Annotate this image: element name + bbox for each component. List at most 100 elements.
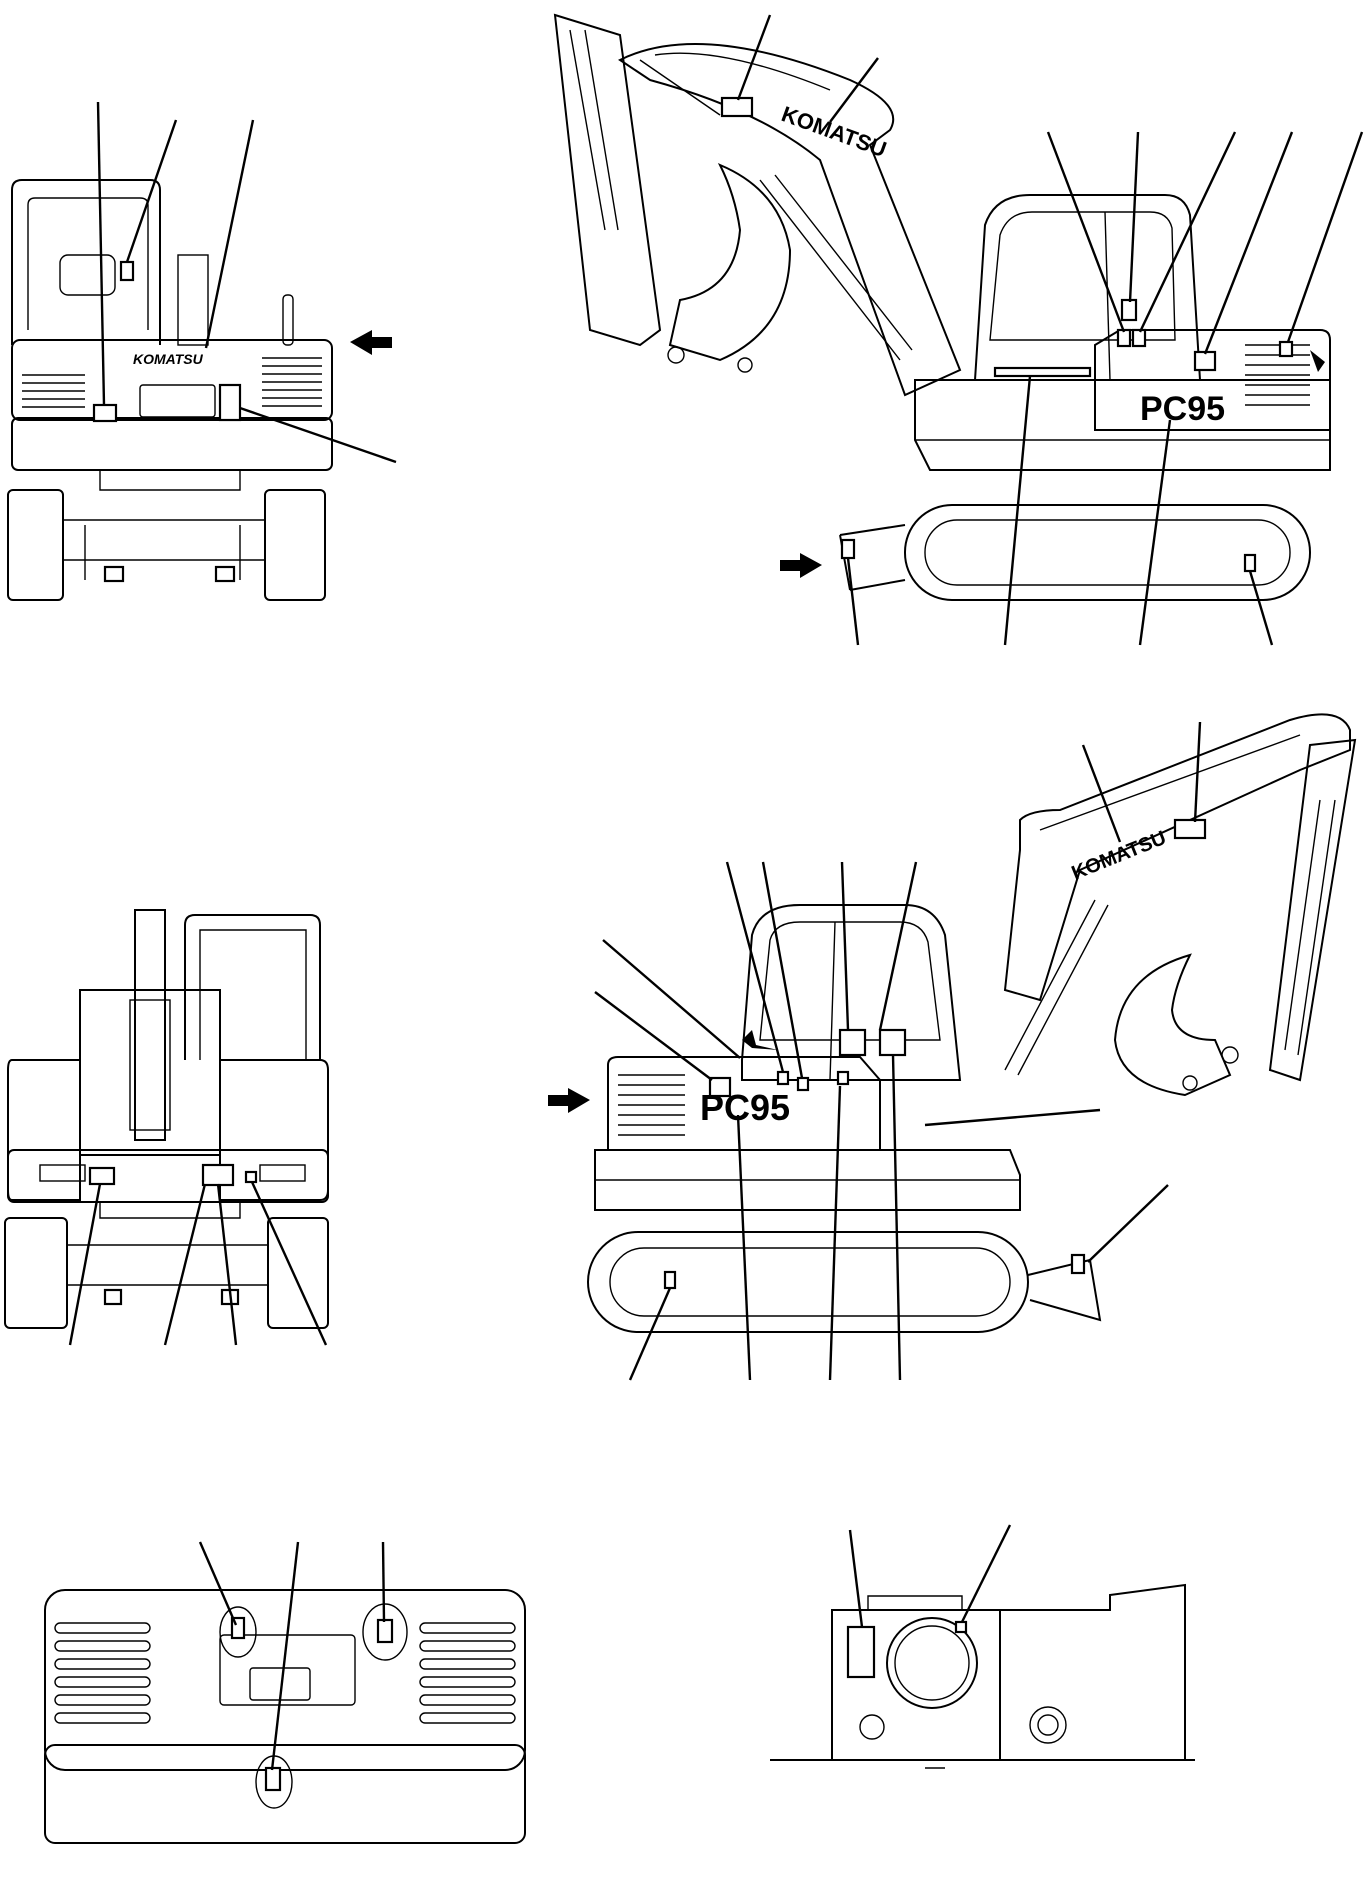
left-cab-decal-b [796, 1076, 810, 1092]
right-leader-cab-2 [1128, 131, 1140, 303]
rear-cylinder [129, 999, 171, 1131]
front-left-track [7, 489, 64, 601]
cw-leader-3 [381, 1541, 386, 1623]
front-leader-3 [204, 119, 255, 349]
left-cab-decal-c [836, 1070, 850, 1086]
front-track-frame [63, 470, 265, 580]
right-boom-brand: KOMATSU [778, 101, 890, 162]
front-hood [11, 339, 333, 421]
left-hood-decal [708, 1076, 732, 1098]
front-cab-decal [119, 260, 135, 282]
left-pin-2 [1182, 1075, 1198, 1091]
left-leader-boom-1 [1081, 744, 1122, 843]
engine-filter-inner [894, 1625, 970, 1701]
rear-decal-1 [88, 1166, 116, 1186]
front-brand-logo: KOMATSU [133, 351, 204, 367]
right-blade-arrow [780, 553, 822, 578]
right-step-decal [993, 366, 1092, 378]
left-blade-decal [1070, 1253, 1086, 1275]
rear-right-track [267, 1217, 329, 1329]
right-leader-boom-1 [736, 14, 772, 101]
right-leader-cab-3 [1138, 131, 1237, 333]
right-hood-side-decal [1278, 340, 1294, 358]
left-cab-door-divider [829, 921, 836, 1081]
left-bucket [1113, 953, 1232, 1097]
right-cab-decal-upper [1120, 298, 1138, 322]
left-track-decal [663, 1270, 677, 1290]
right-arm-cylinder [569, 29, 619, 231]
left-boom-decal [1173, 818, 1207, 840]
front-right-grille [262, 357, 322, 407]
rear-leader-1 [68, 1183, 102, 1346]
front-hood-center-panel [139, 384, 216, 418]
right-boom-inner [639, 52, 831, 116]
left-boom-cylinder [1004, 899, 1109, 1076]
left-hood [607, 1056, 881, 1151]
cw-leader-1 [198, 1541, 238, 1626]
cw-center-panel [219, 1634, 356, 1706]
left-boom [1003, 713, 1351, 1002]
cw-fitting-left [219, 1606, 257, 1658]
front-left-grille [22, 374, 85, 408]
left-cab-decal-a [776, 1070, 790, 1086]
left-boom-brand: KOMATSU [1069, 827, 1170, 885]
left-window-decal-a [838, 1028, 867, 1057]
left-leader-cab-4 [878, 861, 918, 1031]
rear-track-decal-left [103, 1288, 123, 1306]
right-track-decal [1243, 553, 1257, 573]
rear-leader-3 [216, 1183, 238, 1346]
front-view-arrow [350, 330, 392, 355]
rear-cab-outline [184, 914, 321, 1060]
cw-decal-bottom [264, 1766, 282, 1792]
right-hood-arrow [1310, 350, 1325, 372]
cw-base [44, 1744, 526, 1844]
right-leader-blade [846, 557, 860, 646]
right-cab [973, 194, 1202, 381]
front-cab [11, 179, 161, 345]
right-track [904, 504, 1311, 601]
left-leader-track [628, 1287, 672, 1381]
left-leader-upper-1 [602, 939, 741, 1059]
right-leader-cab-1 [1046, 131, 1126, 333]
front-track-decal-left [103, 565, 125, 583]
engine-decal-small [954, 1620, 968, 1634]
cw-leader-2 [270, 1541, 300, 1771]
left-cab-arrow [742, 1030, 778, 1050]
rear-view [4, 909, 329, 1346]
right-model-label: PC95 [1140, 390, 1225, 428]
right-arm [553, 13, 662, 347]
engine-room-detail [770, 1524, 1195, 1769]
rear-decal-3 [244, 1170, 258, 1184]
left-leader-blade [1087, 1184, 1169, 1263]
front-hood-decal-left [92, 403, 118, 423]
front-leader-2 [125, 119, 178, 263]
right-upper-structure [914, 379, 1331, 471]
left-upper-structure [594, 1149, 1021, 1211]
engine-filter-outer [886, 1617, 978, 1709]
left-track [587, 1231, 1029, 1333]
front-right-track [264, 489, 326, 601]
left-leader-cab-3 [840, 861, 850, 1031]
right-leader-track [1248, 570, 1274, 646]
left-leader-cab-1 [725, 861, 785, 1073]
right-leader-boom-2 [829, 57, 879, 123]
rear-right-body [219, 1059, 329, 1201]
counterweight-detail [44, 1541, 526, 1844]
cw-decal-right [376, 1618, 394, 1644]
left-blade [1027, 1258, 1102, 1322]
cw-right-grille [419, 1622, 516, 1724]
cw-fitting-right [362, 1603, 408, 1661]
front-boom-column [177, 254, 209, 346]
right-hood-decal [1193, 350, 1217, 372]
front-view: KOMATSU [7, 101, 397, 601]
left-leader-cab-bottom-1 [828, 1085, 842, 1381]
left-leader-engine [924, 1108, 1101, 1127]
right-side-view: KOMATSU PC95 [553, 13, 1364, 646]
rear-leader-4 [250, 1181, 328, 1346]
engine-port-right-outer [1029, 1706, 1067, 1744]
front-leader-1 [96, 101, 106, 406]
left-leader-cab-bottom-2 [891, 1054, 902, 1381]
left-arm-cylinder [1284, 799, 1336, 1056]
front-exhaust [282, 294, 294, 346]
rear-left-track [4, 1217, 68, 1329]
